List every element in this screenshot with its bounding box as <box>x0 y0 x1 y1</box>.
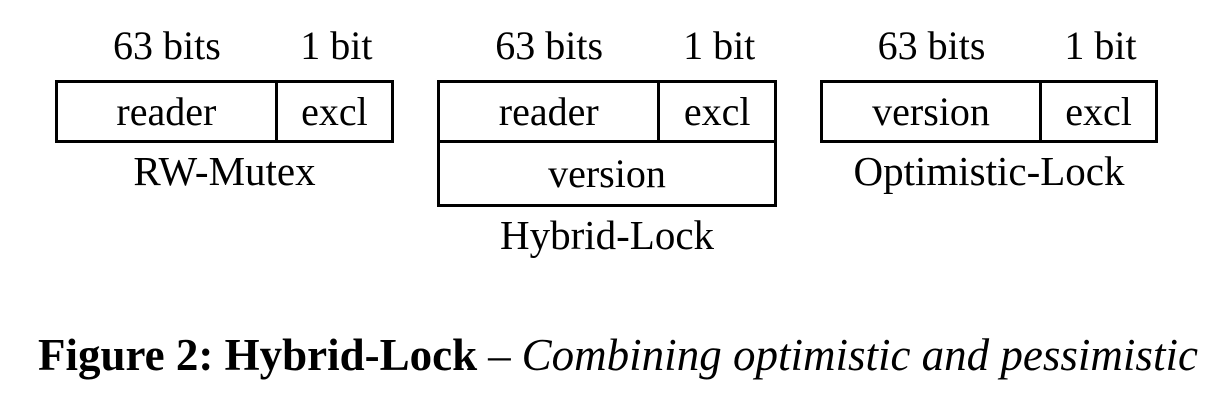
lock-word-row: version excl <box>823 83 1155 140</box>
figure-caption: Figure 2: Hybrid-Lock–Combining optimist… <box>38 327 1198 383</box>
lock-word-box: reader excl <box>55 80 394 143</box>
field-cell-version: version <box>548 151 666 196</box>
bits-label-63: 63 bits <box>112 23 221 68</box>
bits-label-row: 63 bits 1 bit <box>55 24 394 68</box>
field-cell-reader: reader <box>440 83 661 140</box>
lock-name-label: Hybrid-Lock <box>499 212 715 258</box>
bits-label-1: 1 bit <box>300 23 373 68</box>
lock-name-label: Optimistic-Lock <box>853 148 1125 194</box>
caption-dash: – <box>488 330 511 380</box>
bits-label-63: 63 bits <box>495 23 604 68</box>
field-cell-excl: excl <box>301 89 368 134</box>
field-cell-excl: excl <box>1065 89 1132 134</box>
lock-name-label: RW-Mutex <box>133 148 316 194</box>
bits-label-1: 1 bit <box>683 23 756 68</box>
field-cell-reader: reader <box>58 83 278 140</box>
bits-label-row: 63 bits 1 bit <box>820 24 1158 68</box>
field-cell-excl: excl <box>683 89 751 134</box>
bits-label-63: 63 bits <box>877 23 986 68</box>
lock-word-row: reader excl <box>440 83 774 143</box>
bits-label-1: 1 bit <box>1064 23 1137 68</box>
caption-figure-label: Figure 2: Hybrid-Lock <box>38 330 478 380</box>
bits-label-row: 63 bits 1 bit <box>437 24 777 68</box>
lock-word-box: reader excl version <box>437 80 777 207</box>
field-cell-version: version <box>823 83 1043 140</box>
caption-description: Combining optimistic and pessimistic <box>521 330 1198 380</box>
lock-word-row: reader excl <box>58 83 391 140</box>
version-row: version <box>440 143 774 204</box>
lock-word-box: version excl <box>820 80 1158 143</box>
